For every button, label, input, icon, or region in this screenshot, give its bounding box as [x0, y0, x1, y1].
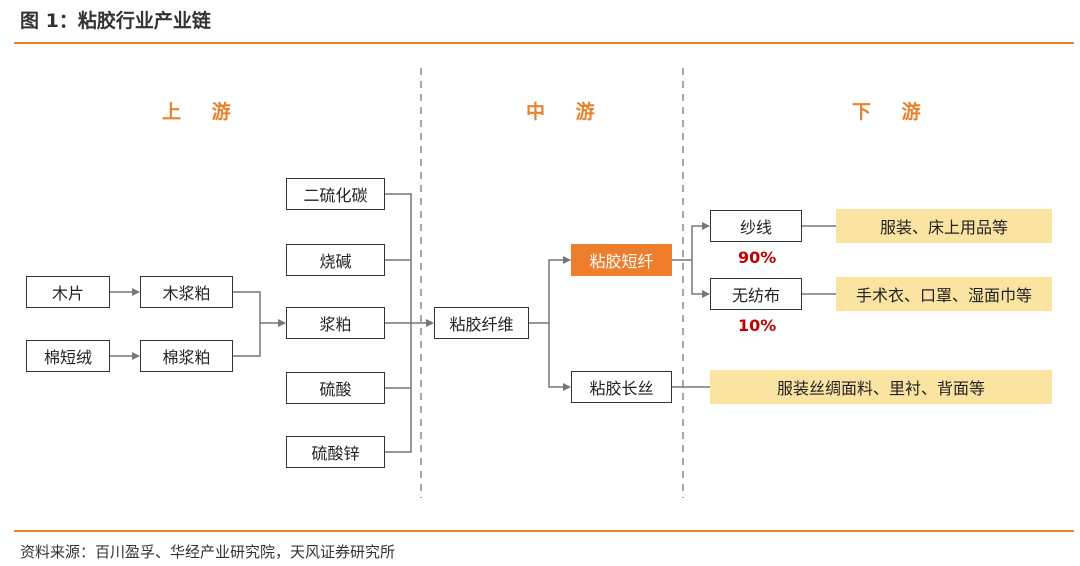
node-carbon-disulfide: 二硫化碳: [286, 178, 385, 210]
stage-downstream: 下 游: [852, 101, 933, 123]
node-wood-pulp: 木浆粕: [140, 276, 233, 308]
stage-midstream: 中 游: [526, 101, 607, 123]
arrow-to-yarn: [691, 222, 710, 260]
arrow-to-staple: [548, 256, 571, 323]
figure-title: 图 1：粘胶行业产业链: [20, 10, 211, 32]
line-wood-pulp-merge: [233, 291, 261, 357]
node-sulfuric-acid: 硫酸: [286, 372, 385, 404]
source-note: 资料来源：百川盈孚、华经产业研究院，天风证券研究所: [20, 543, 396, 561]
app-yarn: 服装、床上用品等: [836, 209, 1052, 243]
arrow-to-nonwoven: [691, 260, 710, 298]
node-viscose-staple-fiber: 粘胶短纤: [571, 244, 672, 276]
app-filament: 服装丝绸面料、里衬、背面等: [710, 370, 1052, 404]
node-nonwoven: 无纺布: [710, 278, 802, 310]
node-zinc-sulfate: 硫酸锌: [286, 436, 385, 468]
arrow-to-filament: [548, 323, 571, 391]
node-pulp: 浆粕: [286, 307, 385, 339]
node-wood-chips: 木片: [26, 276, 110, 308]
node-caustic-soda: 烧碱: [286, 244, 385, 276]
stage-separators: [420, 68, 684, 498]
node-viscose-fiber: 粘胶纤维: [434, 307, 529, 339]
bottom-rule: [14, 530, 1074, 532]
nonwoven-share-label: 10%: [738, 316, 777, 335]
node-yarn: 纱线: [710, 210, 802, 242]
node-viscose-filament: 粘胶长丝: [571, 371, 672, 403]
node-cotton-linter: 棉短绒: [26, 340, 110, 372]
top-rule: [14, 42, 1074, 44]
stage-upstream: 上 游: [162, 101, 243, 123]
node-cotton-pulp: 棉浆粕: [140, 340, 233, 372]
app-nonwoven: 手术衣、口罩、湿面巾等: [836, 277, 1052, 311]
yarn-share-label: 90%: [738, 248, 777, 267]
